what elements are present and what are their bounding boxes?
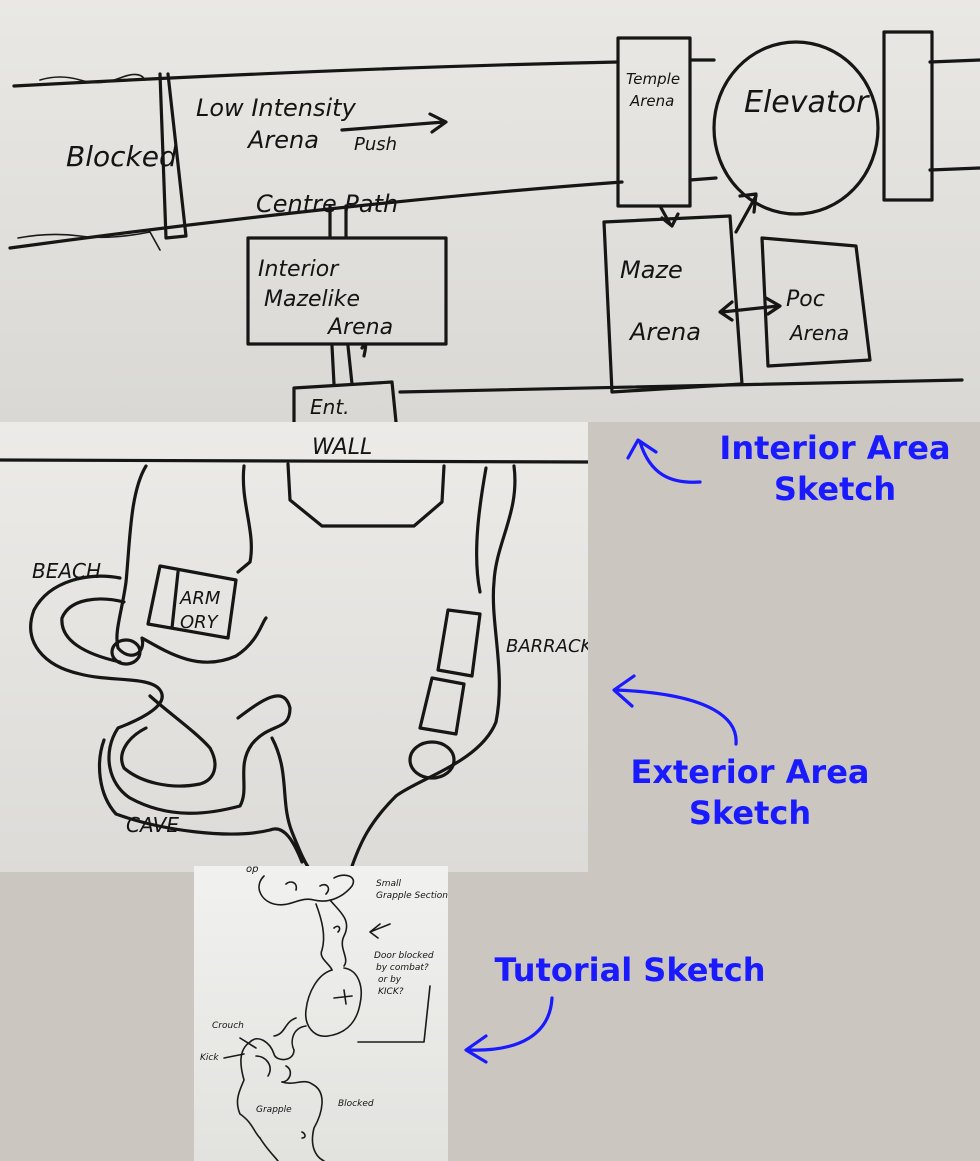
- tutorial-sketch-drawing: op Small Grapple Section Door blocked by…: [200, 866, 448, 1161]
- interior-caption-line-1: Interior Area: [719, 429, 951, 467]
- label-crouch: Crouch: [212, 1021, 244, 1031]
- armory-pod: [110, 638, 142, 666]
- maze-arena-box: [602, 214, 744, 394]
- interior-sketch-drawing: Blocked Low Intensity Arena Push Centre …: [8, 30, 980, 422]
- exterior-caption-arrow: [612, 674, 738, 746]
- label-armory-1: ARM: [179, 588, 221, 609]
- exterior-sketch-photo: WALL BEACH ARM ORY BARRACKS CAVE: [0, 422, 588, 872]
- tutorial-caption-line: Tutorial Sketch: [494, 951, 766, 989]
- armory-building: [146, 564, 238, 640]
- corridor-top-line-far: [928, 58, 980, 64]
- door-note-bracket: [357, 985, 431, 1043]
- label-interior: Interior: [258, 257, 340, 282]
- corridor-bottom-line-right: [688, 176, 718, 182]
- blocked-barrier: [158, 72, 188, 240]
- exterior-sketch-drawing: WALL BEACH ARM ORY BARRACKS CAVE: [0, 435, 588, 872]
- cave-path: [97, 736, 314, 872]
- lower-floor-line: [398, 378, 964, 394]
- label-mazelike: Mazelike: [264, 287, 360, 312]
- left-region-outline: [115, 464, 268, 664]
- label-kick-question: KICK?: [378, 987, 404, 997]
- interior-sketch-photo: Blocked Low Intensity Arena Push Centre …: [0, 0, 980, 422]
- label-op: op: [246, 866, 258, 875]
- tutorial-door-room: [304, 967, 362, 1037]
- label-blocked: Blocked: [66, 140, 177, 173]
- right-region-outline: [348, 464, 517, 872]
- label-temple: Temple: [626, 70, 680, 88]
- elevator-side-box: [882, 30, 934, 202]
- push-arrow: [340, 112, 448, 134]
- barracks-building-2: [418, 676, 466, 736]
- label-kick: Kick: [200, 1053, 219, 1063]
- label-door-blocked: Door blocked: [374, 951, 434, 961]
- label-poc-arena: Arena: [788, 321, 849, 345]
- tutorial-caption: Tutorial Sketch: [470, 950, 790, 991]
- label-small: Small: [376, 879, 401, 889]
- maze-poc-double-arrow: [718, 296, 782, 322]
- door-note-arrow: [369, 923, 391, 939]
- interior-caption: Interior Area Sketch: [700, 428, 970, 510]
- label-or-by: or by: [378, 975, 402, 985]
- label-grapple: Grapple: [256, 1105, 292, 1115]
- tutorial-winding-path: [236, 1017, 307, 1139]
- scribble-bottom: [17, 231, 161, 251]
- label-wall: WALL: [312, 435, 372, 460]
- crouch-arrow: [239, 1037, 257, 1049]
- tutorial-caption-arrow: [464, 996, 554, 1064]
- corridor-bottom-line-far: [928, 166, 980, 172]
- label-temple-arena: Arena: [629, 92, 674, 110]
- label-poc: Poc: [786, 287, 825, 312]
- beach-inner: [60, 597, 217, 788]
- interior-mazelike-box: [246, 236, 448, 346]
- beach-outline: [29, 574, 292, 815]
- wall-line: [0, 458, 588, 464]
- temple-arena-box: [616, 36, 692, 208]
- maze-to-elevator-arrow: [734, 192, 758, 234]
- label-grapple-section: Grapple Section: [376, 891, 448, 901]
- tutorial-upper-chamber: [258, 874, 355, 906]
- centre-path-connector: [328, 204, 348, 238]
- label-maze-arena: Arena: [628, 318, 701, 346]
- label-centre-path: Centre Path: [256, 190, 398, 218]
- label-beach: BEACH: [32, 559, 101, 583]
- barracks-building-1: [436, 608, 482, 678]
- label-armory-2: ORY: [180, 612, 220, 633]
- tutorial-sketch-photo: op Small Grapple Section Door blocked by…: [194, 866, 448, 1161]
- label-low-intensity-arena: Arena: [246, 126, 319, 154]
- exterior-caption-line-2: Sketch: [688, 794, 812, 832]
- exterior-caption-line-1: Exterior Area: [630, 753, 870, 791]
- ent-box: [292, 380, 398, 422]
- scribble-top: [39, 73, 146, 84]
- tutorial-lower-path: [259, 1080, 325, 1161]
- interior-caption-line-2: Sketch: [773, 470, 897, 508]
- poc-arena-box: [760, 236, 872, 368]
- label-maze: Maze: [620, 256, 683, 284]
- barracks-pod: [408, 740, 456, 780]
- label-push: Push: [354, 134, 397, 155]
- label-elevator: Elevator: [744, 85, 870, 120]
- label-interior-arena: Arena: [326, 315, 393, 340]
- interior-to-ent-connector: [330, 342, 368, 386]
- elevator-circle: [712, 40, 880, 216]
- label-barracks: BARRACKS: [506, 636, 588, 657]
- label-tutorial-blocked: Blocked: [338, 1099, 374, 1109]
- interior-caption-arrow: [626, 438, 702, 484]
- tutorial-grapple-section: [315, 899, 348, 971]
- kick-arrow: [223, 1053, 245, 1059]
- label-low-intensity: Low Intensity: [196, 94, 357, 122]
- exterior-caption: Exterior Area Sketch: [610, 752, 890, 834]
- label-cave: CAVE: [126, 813, 179, 837]
- temple-to-maze-arrow: [658, 204, 680, 228]
- label-by-combat: by combat?: [376, 963, 429, 973]
- wall-building: [286, 462, 446, 528]
- label-ent: Ent.: [310, 395, 350, 419]
